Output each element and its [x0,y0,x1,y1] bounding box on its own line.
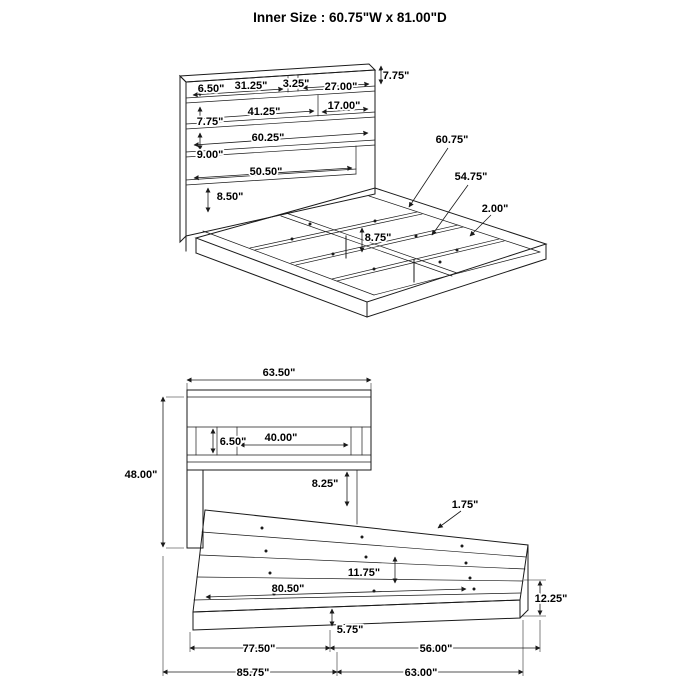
headboard-front-view [186,389,372,549]
leader-rail-lip [469,214,492,237]
dim-label-shelf-height: 6.50" [220,436,247,448]
headboard-left-strip [179,74,187,244]
dim-label-headboard-width: 63.50" [263,367,296,379]
dim-label-w-gap: 3.25" [283,78,310,90]
slat [254,213,423,251]
dim-label-headboard-height: 48.00" [125,469,158,481]
slat [336,240,505,282]
fascia-bottom [195,252,368,318]
foot-rail-inner [373,251,541,296]
dim-label-h3: 9.00" [197,149,224,161]
far-rail-inner [368,195,541,253]
center-rail [280,215,453,277]
leader-deck-lip [437,510,462,529]
dim-label-slat-gap: 11.75" [348,567,380,579]
dim-label-w1: 31.25" [235,80,268,92]
dim-label-platform-height: 12.25" [535,593,568,605]
dim-line [302,81,370,91]
dim-label-support-height: 8.75" [365,232,392,244]
slat [199,554,526,570]
headboard-outline [186,389,372,471]
dim-label-w6: 50.50" [250,166,283,178]
center-rail [285,212,458,274]
dim-label-w3: 41.25" [248,106,281,118]
dim-line [205,586,467,600]
leader-inner-width [408,147,449,208]
headboard-top-strip [178,63,377,83]
dim-label-fascia-height: 5.75" [337,624,364,636]
top-view: 7.75" 6.50" 31.25" 3.25" 27.00" 41.25" 1… [178,63,548,318]
slat [331,238,500,280]
dim-line [321,106,369,115]
dim-label-w4: 17.00" [328,100,361,112]
dim-line [193,165,353,181]
dim-label-span-a: 77.50" [243,643,276,655]
screw-dots [290,219,459,271]
dim-line [195,108,315,122]
dim-label-overall-length: 85.75" [237,667,270,679]
front-view: 63.50" 48.00" 6.50" 40.00" 8.25" 1.75" 8… [123,365,569,681]
dim-line [192,86,284,98]
dim-line [193,130,369,148]
dim-label-h2: 7.75" [197,116,224,128]
top-view-labels: 7.75" 6.50" 31.25" 3.25" 27.00" 41.25" 1… [195,68,510,246]
dim-label-platform-length: 63.00" [405,667,438,679]
dim-label-rail-lip: 2.00" [482,203,509,215]
foot-fascia-bottom [366,258,547,318]
headboard-left-leg [186,469,204,549]
dim-label-clearance: 8.25" [312,478,339,490]
slat [201,531,527,558]
near-rail-inner [202,230,375,296]
foot-face [519,609,529,619]
dim-label-deck-lip: 1.75" [452,499,479,511]
page-title: Inner Size : 60.75"W x 81.00"D [253,10,447,25]
dim-label-span-b: 56.00" [420,643,453,655]
dim-label-slat-length: 54.75" [455,171,488,183]
front-view-labels: 63.50" 48.00" 6.50" 40.00" 8.25" 1.75" 8… [123,365,569,681]
dim-label-h1: 6.50" [198,83,225,95]
dim-label-shelf-width: 40.00" [265,432,298,444]
dim-label-h4: 8.50" [217,191,244,203]
dim-label-w2: 27.00" [325,81,358,93]
slat [193,592,522,601]
dim-label-w5: 60.25" [252,132,285,144]
slat [196,576,524,582]
dim-label-inner-width: 60.75" [436,134,469,146]
front-view-dimensions [160,377,546,676]
platform-top-view [194,187,548,318]
top-view-dimensions [192,65,492,253]
leader-slat-length [431,184,469,236]
dim-label-inner-length: 80.50" [272,583,305,595]
dim-label-top-depth: 7.75" [383,70,410,82]
